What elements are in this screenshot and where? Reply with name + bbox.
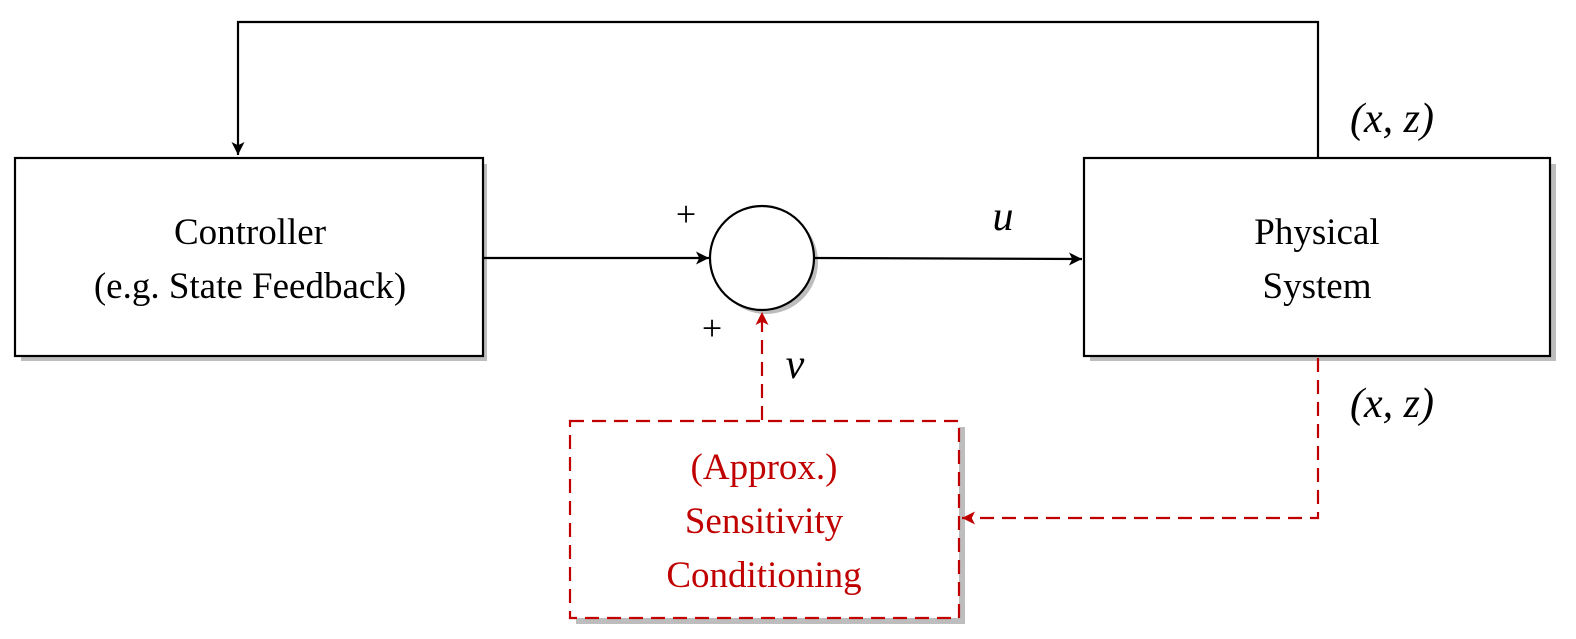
sensitivity-line-2: Sensitivity — [685, 501, 844, 542]
sensitivity-line-1: (Approx.) — [691, 447, 838, 488]
state-feedback-label: (x, z) — [1350, 96, 1434, 142]
controller-title: Controller — [174, 212, 326, 253]
plant-subtitle: System — [1263, 266, 1372, 307]
sensitivity-block: (Approx.) Sensitivity Conditioning — [568, 419, 961, 620]
plant-title: Physical — [1254, 212, 1379, 253]
controller-block: Controller (e.g. State Feedback) — [13, 156, 485, 358]
u-label: u — [993, 194, 1014, 240]
plant-to-sensitivity-arrow — [962, 358, 1320, 525]
u-signal-arrow — [813, 252, 1083, 266]
controller-subtitle: (e.g. State Feedback) — [94, 266, 406, 307]
state-sensitivity-label: (x, z) — [1350, 381, 1434, 427]
plus-sign-top: + — [676, 194, 696, 234]
plant-block: Physical System — [1082, 156, 1552, 358]
summing-junction — [708, 204, 816, 312]
sensitivity-line-3: Conditioning — [666, 555, 861, 596]
feedback-arrow — [231, 20, 1320, 158]
v-label: v — [786, 342, 805, 388]
plus-sign-bottom: + — [702, 308, 722, 348]
